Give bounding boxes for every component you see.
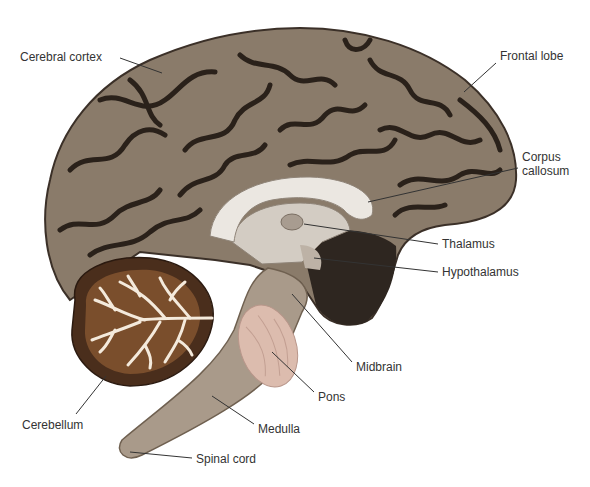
label-anchor: Medulla xyxy=(258,422,300,436)
part-label: Cerebral cortex xyxy=(20,50,102,64)
part-label: Cerebellum xyxy=(22,418,83,432)
label-anchor: Frontal lobe xyxy=(500,49,563,63)
part-label: Midbrain xyxy=(356,360,402,374)
label-anchor: Hypothalamus xyxy=(442,265,519,279)
part-label: Pons xyxy=(318,390,345,404)
thalamus xyxy=(281,214,303,230)
part-label: Thalamus xyxy=(442,237,495,251)
label-anchor: Spinal cord xyxy=(196,452,256,466)
label-anchor: Midbrain xyxy=(356,360,402,374)
part-label: Hypothalamus xyxy=(442,265,519,279)
label-anchor: Cerebellum xyxy=(22,418,83,432)
part-label: Spinal cord xyxy=(196,452,256,466)
pons xyxy=(228,297,307,394)
part-label: Medulla xyxy=(258,422,300,436)
diencephalon xyxy=(232,203,350,264)
label-anchor: Corpus callosum xyxy=(522,150,584,178)
label-anchor: Thalamus xyxy=(442,237,495,251)
cerebellum-inner xyxy=(85,270,200,374)
part-label: Corpus callosum xyxy=(522,150,584,178)
cerebellum xyxy=(72,258,213,386)
hypothalamus xyxy=(300,245,321,270)
arbor-vitae xyxy=(92,276,212,368)
corpus-callosum xyxy=(210,177,373,242)
label-anchor: Cerebral cortex xyxy=(20,50,102,64)
label-anchor: Pons xyxy=(318,390,345,404)
leader-lines xyxy=(76,58,518,458)
part-label: Frontal lobe xyxy=(500,49,563,63)
